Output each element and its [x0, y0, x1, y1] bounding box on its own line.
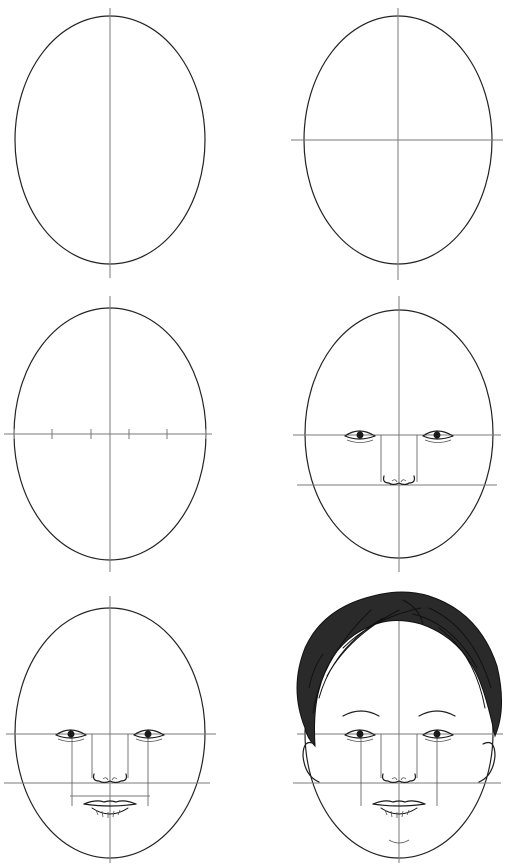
step-1-panel [0, 0, 252, 287]
step-6-panel [253, 578, 505, 865]
right-eye [423, 431, 453, 443]
left-eye [345, 730, 375, 742]
step-3-panel [0, 290, 252, 577]
left-eyebrow [343, 711, 379, 716]
step-3-drawing [0, 290, 252, 577]
right-eye [134, 730, 164, 742]
step-4-drawing [253, 290, 505, 577]
right-eye [423, 730, 453, 742]
step-2-panel [253, 0, 505, 287]
left-eye [345, 431, 375, 443]
left-eye [56, 730, 86, 742]
step-2-drawing [253, 0, 505, 287]
step-1-drawing [0, 0, 252, 287]
step-5-drawing [0, 578, 252, 865]
right-eyebrow [419, 711, 455, 716]
step-5-panel [0, 578, 252, 865]
step-6-drawing [253, 578, 505, 865]
step-4-panel [253, 290, 505, 577]
